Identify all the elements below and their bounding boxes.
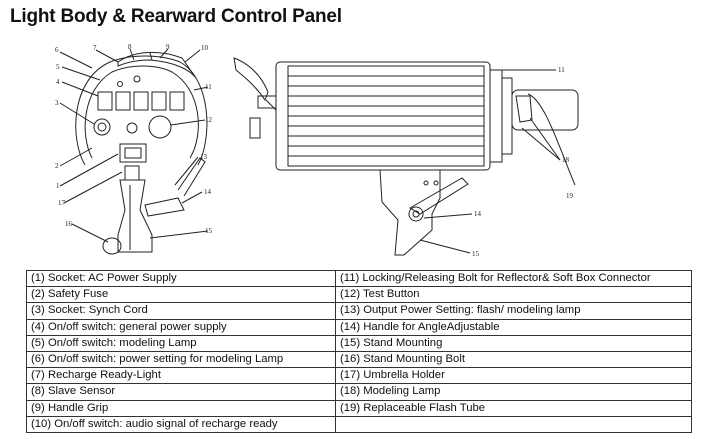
table-row: (10) On/off switch: audio signal of rech…	[26, 415, 692, 433]
light-body-drawing: 6 7 8 9 10 5 4 3 11 12 2 1 17 16 15 14 1…	[55, 43, 579, 258]
table-row: (6) On/off switch: power setting for mod…	[26, 350, 692, 369]
callout-9: 9	[166, 43, 170, 51]
part-10: (10) On/off switch: audio signal of rech…	[26, 415, 336, 433]
callout-18: 18	[562, 156, 570, 164]
part-5: (5) On/off switch: modeling Lamp	[26, 334, 336, 352]
callout-15-front: 15	[205, 227, 213, 235]
table-row: (3) Socket: Synch Cord(13) Output Power …	[26, 302, 692, 320]
side-view	[233, 57, 579, 256]
part-1: (1) Socket: AC Power Supply	[26, 269, 336, 288]
callout-15-side: 15	[472, 250, 480, 258]
callout-2: 2	[55, 162, 59, 170]
table-row: (8) Slave Sensor(18) Modeling Lamp	[26, 383, 692, 401]
empty-cell	[335, 415, 692, 433]
callout-14-front: 14	[204, 188, 212, 196]
callout-1: 1	[56, 182, 60, 190]
part-8: (8) Slave Sensor	[26, 383, 336, 401]
part-15: (15) Stand Mounting	[335, 334, 692, 352]
part-2: (2) Safety Fuse	[26, 286, 336, 304]
table-row: (4) On/off switch: general power supply(…	[26, 318, 692, 336]
callout-17: 17	[58, 199, 66, 207]
table-row: (9) Handle Grip(19) Replaceable Flash Tu…	[26, 399, 692, 417]
callout-11-side: 11	[558, 66, 565, 74]
callout-7: 7	[93, 44, 97, 52]
part-7: (7) Recharge Ready-Light	[26, 367, 336, 385]
page-title: Light Body & Rearward Control Panel	[10, 6, 342, 27]
part-14: (14) Handle for AngleAdjustable	[335, 318, 692, 336]
callout-8: 8	[128, 43, 132, 51]
part-11: (11) Locking/Releasing Bolt for Reflecto…	[335, 269, 692, 288]
table-row: (1) Socket: AC Power Supply(11) Locking/…	[26, 269, 692, 288]
callout-12: 12	[205, 116, 213, 124]
part-12: (12) Test Button	[335, 286, 692, 304]
table-row: (2) Safety Fuse(12) Test Button	[26, 286, 692, 304]
front-view	[59, 48, 209, 255]
part-3: (3) Socket: Synch Cord	[26, 302, 336, 320]
callout-5: 5	[56, 63, 60, 71]
callout-13: 13	[200, 153, 208, 161]
part-4: (4) On/off switch: general power supply	[26, 318, 336, 336]
part-18: (18) Modeling Lamp	[335, 383, 692, 401]
part-6: (6) On/off switch: power setting for mod…	[26, 350, 336, 369]
callout-6: 6	[55, 46, 59, 54]
callout-19: 19	[566, 192, 574, 200]
parts-legend-table: (1) Socket: AC Power Supply(11) Locking/…	[26, 269, 692, 433]
table-row: (5) On/off switch: modeling Lamp(15) Sta…	[26, 334, 692, 352]
part-16: (16) Stand Mounting Bolt	[335, 350, 692, 369]
table-row: (7) Recharge Ready-Light(17) Umbrella Ho…	[26, 367, 692, 385]
callout-3: 3	[55, 99, 59, 107]
part-13: (13) Output Power Setting: flash/ modeli…	[335, 302, 692, 320]
callout-14-side: 14	[474, 210, 482, 218]
callout-16: 16	[65, 220, 73, 228]
callout-11-front: 11	[205, 83, 212, 91]
part-19: (19) Replaceable Flash Tube	[335, 399, 692, 417]
callout-4: 4	[56, 78, 60, 86]
callout-10: 10	[201, 44, 209, 52]
part-9: (9) Handle Grip	[26, 399, 336, 417]
part-17: (17) Umbrella Holder	[335, 367, 692, 385]
